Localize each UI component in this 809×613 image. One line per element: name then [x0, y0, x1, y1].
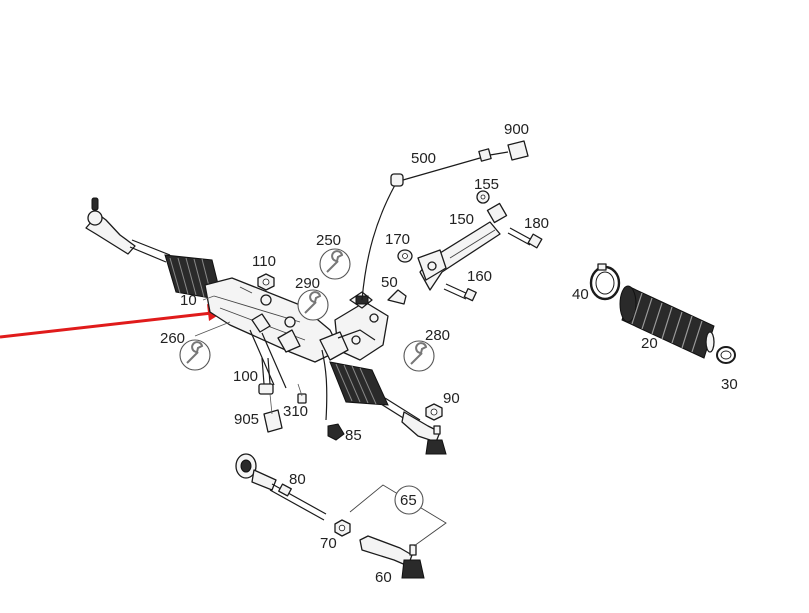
label-900: 900: [504, 121, 529, 138]
hose-line-500: [390, 148, 492, 187]
right-rack-bellow: [329, 361, 421, 427]
wrench-symbol-250: [319, 248, 351, 280]
inner-tie-rod-80: [235, 453, 327, 521]
label-60: 60: [375, 569, 392, 586]
label-110: 110: [252, 253, 276, 270]
callout-circle-65: [394, 485, 424, 515]
label-40: 40: [572, 286, 589, 303]
label-150: 150: [449, 211, 474, 228]
wrench-symbol-280: [403, 340, 435, 372]
part-labels: 900 500 155 150 180 250 170 110 50 160 4…: [160, 121, 738, 586]
label-310: 310: [283, 403, 308, 420]
label-70: 70: [320, 535, 337, 552]
label-250: 250: [316, 232, 341, 249]
clamp-30: [716, 346, 736, 364]
label-905: 905: [234, 411, 259, 428]
intermediate-shaft: [417, 202, 508, 291]
label-160: 160: [467, 268, 492, 285]
right-tie-rod-end: [401, 411, 447, 455]
leader-lines: [194, 295, 303, 415]
clamp-40: [589, 263, 621, 301]
label-155: 155: [474, 176, 499, 193]
label-65: 65: [400, 492, 417, 509]
bolt-100: [258, 357, 274, 395]
nut-70: [334, 519, 351, 537]
nut-85: [327, 423, 345, 441]
nut-170: [397, 249, 413, 263]
label-180: 180: [524, 215, 549, 232]
label-30: 30: [721, 376, 738, 393]
clip-50: [387, 289, 407, 305]
wrench-symbol-290: [297, 289, 329, 321]
nut-110: [257, 273, 275, 291]
bolt-160: [443, 283, 477, 302]
connector-900: [489, 140, 529, 161]
label-80: 80: [289, 471, 306, 488]
label-290: 290: [295, 275, 320, 292]
nut-90: [425, 403, 443, 421]
bolt-180: [507, 227, 543, 249]
left-tie-rod-end: [85, 197, 171, 263]
label-100: 100: [233, 368, 258, 385]
label-280: 280: [425, 327, 450, 344]
washer-310: [297, 393, 307, 404]
label-20: 20: [641, 335, 658, 352]
wrench-symbol-260: [179, 339, 211, 371]
bellow-20: [619, 285, 715, 359]
label-85: 85: [345, 427, 362, 444]
label-500: 500: [411, 150, 436, 167]
label-10: 10: [180, 292, 197, 309]
steering-valve-body: [319, 184, 396, 421]
bracket-905: [263, 409, 283, 433]
label-90: 90: [443, 390, 460, 407]
label-50: 50: [381, 274, 398, 291]
outer-tie-rod-end-60: [359, 535, 425, 579]
label-260: 260: [160, 330, 185, 347]
label-170: 170: [385, 231, 410, 248]
washer-155: [476, 190, 490, 204]
